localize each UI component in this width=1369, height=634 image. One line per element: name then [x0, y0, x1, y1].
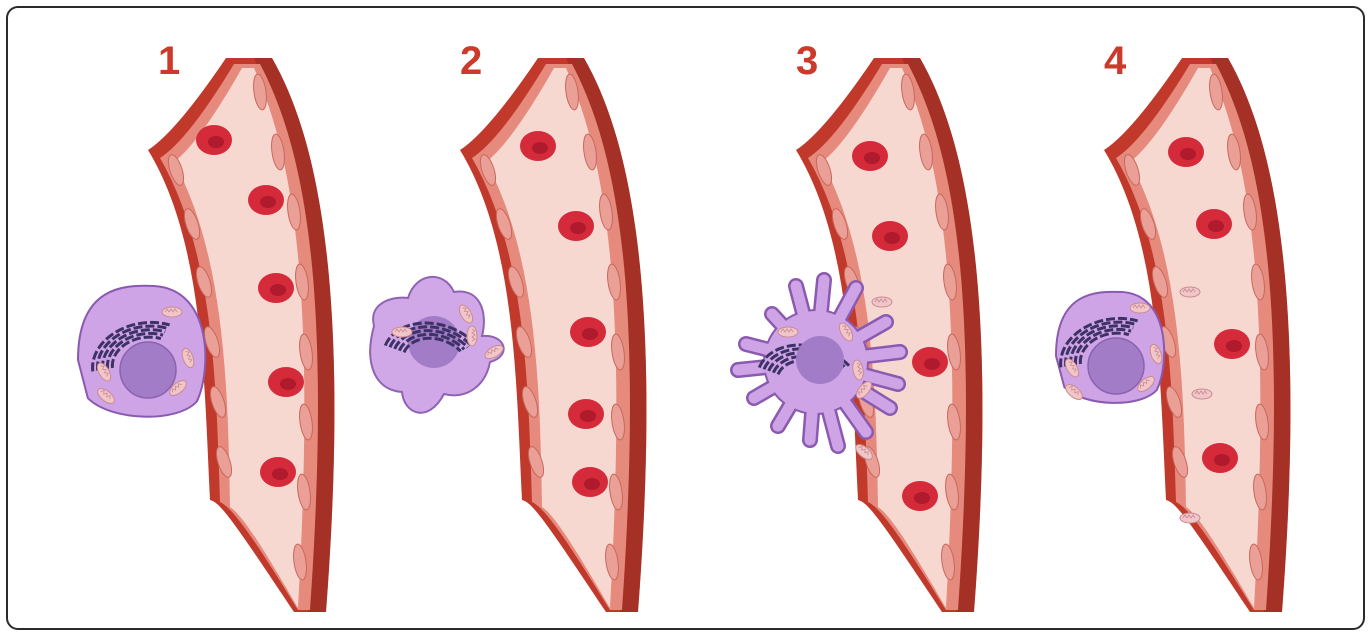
red-blood-cell-center	[280, 378, 296, 390]
figure-frame: 1 2 3 4	[6, 6, 1365, 630]
red-blood-cell-center	[1226, 340, 1242, 352]
panel-3: 3	[738, 39, 982, 612]
red-blood-cell-center	[1180, 148, 1196, 160]
red-blood-cell-center	[1214, 454, 1230, 466]
red-blood-cell-center	[884, 232, 900, 244]
mitochondrion	[1180, 513, 1200, 523]
red-blood-cell-center	[584, 478, 600, 490]
nucleus	[1088, 338, 1144, 394]
panel-label: 2	[460, 39, 482, 83]
red-blood-cell-center	[580, 410, 596, 422]
mitochondrion	[162, 307, 182, 317]
mitochondrion	[467, 326, 477, 346]
panel-4: 4	[1054, 39, 1290, 612]
red-blood-cell-center	[924, 358, 940, 370]
red-blood-cell-center	[270, 284, 286, 296]
red-blood-cell-center	[532, 142, 548, 154]
red-blood-cell-center	[864, 152, 880, 164]
panel-label: 1	[158, 39, 180, 83]
panel-1: 1	[78, 39, 334, 612]
red-blood-cell-center	[1208, 220, 1224, 232]
mitochondrion	[1192, 389, 1212, 399]
red-blood-cell-center	[260, 196, 276, 208]
mitochondrion	[1130, 303, 1150, 313]
mitochondrion	[778, 327, 798, 337]
mitochondrion	[392, 327, 412, 337]
red-blood-cell-center	[914, 492, 930, 504]
nucleus	[120, 342, 176, 398]
red-blood-cell-center	[582, 328, 598, 340]
red-blood-cell-center	[570, 222, 586, 234]
red-blood-cell-center	[208, 136, 224, 148]
diagram-canvas: 1 2 3 4	[8, 8, 1363, 628]
panel-label: 4	[1104, 39, 1127, 83]
mitochondrion	[872, 297, 892, 307]
panel-label: 3	[796, 39, 818, 83]
red-blood-cell-center	[272, 468, 288, 480]
mitochondrion	[1180, 287, 1200, 297]
nucleus	[796, 336, 844, 384]
panel-2: 2	[370, 39, 646, 612]
